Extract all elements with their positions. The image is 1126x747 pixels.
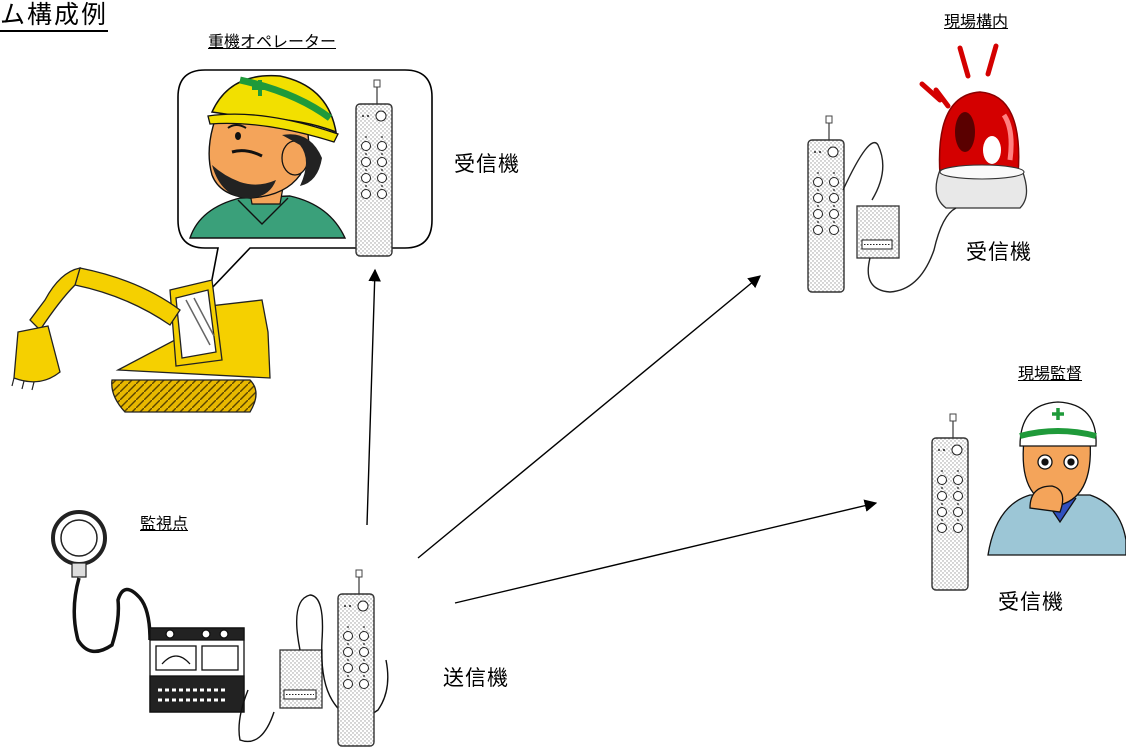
arrow-to-supervisor (454, 499, 878, 604)
site-receiver-label: 受信機 (966, 240, 1032, 264)
supervisor-label: 現場監督 (1018, 364, 1083, 383)
page-title: ム構成例 (0, 2, 109, 32)
monitor-point-label: 監視点 (140, 514, 189, 533)
excavator-illustration (11, 267, 271, 413)
supervisor-illustration (987, 401, 1126, 556)
transmitter-relay-box (238, 594, 389, 743)
supervisor-receiver-label: 受信機 (998, 590, 1064, 614)
site-receiver (807, 115, 845, 293)
operator-illustration (189, 74, 347, 239)
warning-lamp-illustration (919, 43, 1028, 209)
arrow-to-operator (366, 268, 381, 526)
site-relay-box (842, 142, 957, 293)
transmitter-label: 送信機 (443, 666, 509, 690)
supervisor-receiver (931, 413, 969, 591)
operator-label: 重機オペレーター (208, 32, 337, 51)
transmitter-remote (337, 569, 375, 747)
operator-receiver (355, 79, 393, 257)
radio-link-arrows (366, 268, 878, 604)
arrow-to-site (417, 275, 761, 559)
site-label: 現場構内 (944, 12, 1009, 31)
monitor-device (149, 627, 245, 713)
sensor-coil-icon (51, 510, 152, 654)
operator-receiver-label: 受信機 (454, 152, 520, 176)
